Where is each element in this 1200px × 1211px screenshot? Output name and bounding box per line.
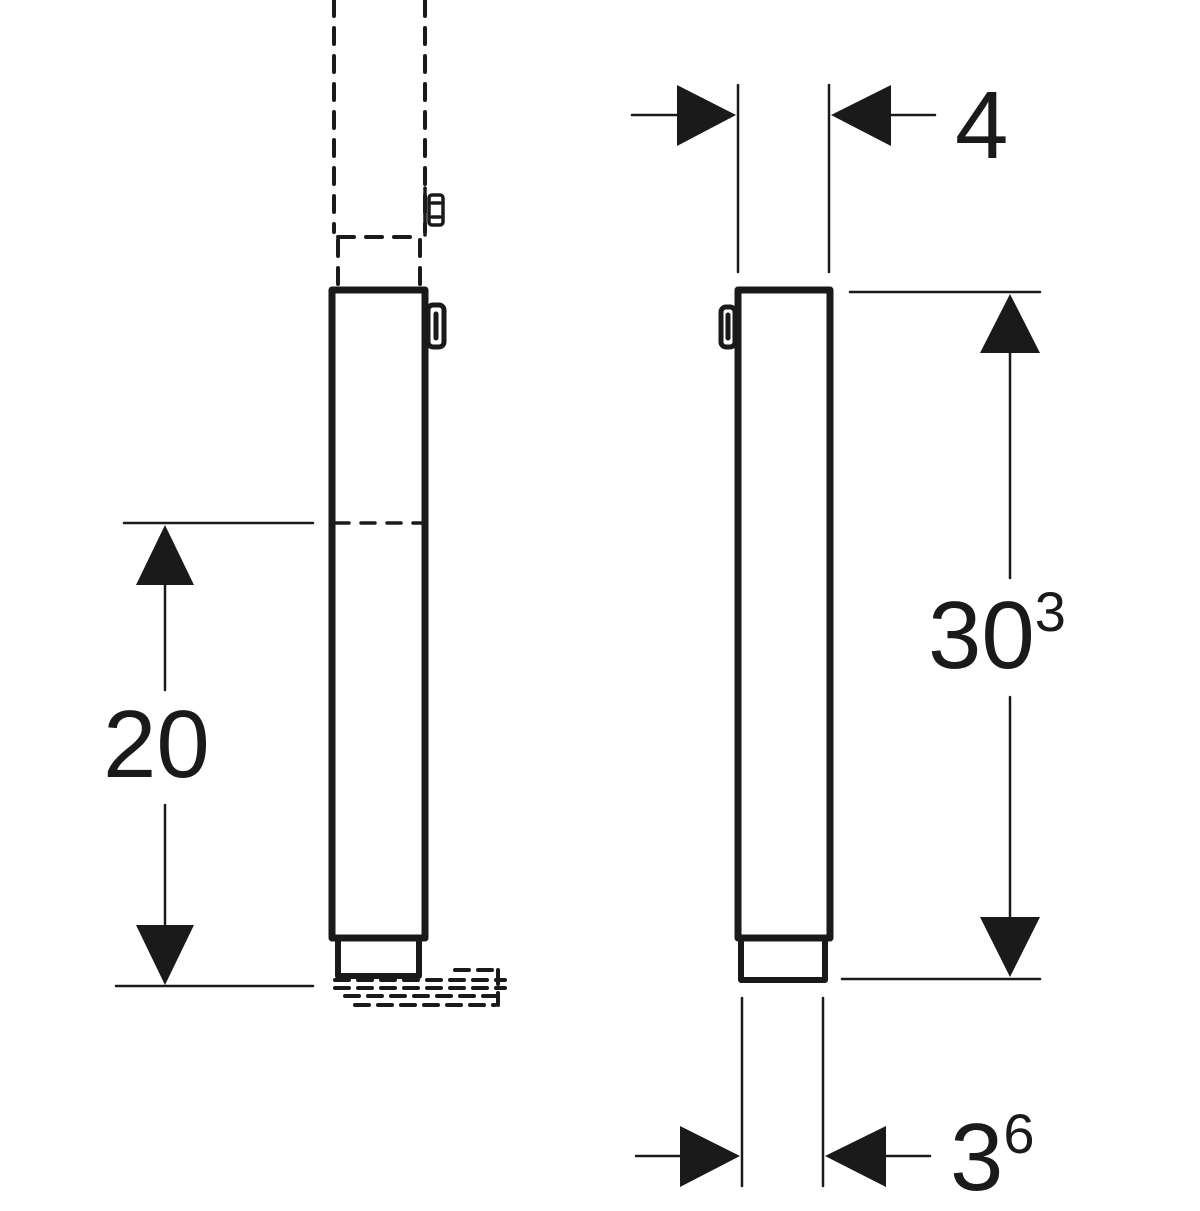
dimension-value: 20 xyxy=(103,691,210,798)
dimension-20 xyxy=(114,521,315,988)
arrow-down-icon xyxy=(136,925,194,985)
left-view xyxy=(114,0,507,1007)
bracket-icon xyxy=(425,302,447,350)
arrow-right-icon xyxy=(677,85,736,146)
dimension-label-3-6: 36 xyxy=(950,1106,1035,1206)
dimension-3-6 xyxy=(634,996,932,1188)
dashed-extension xyxy=(332,0,427,290)
arrow-left-icon xyxy=(831,85,891,146)
dimension-superscript: 6 xyxy=(1003,1102,1035,1165)
dimension-label-20: 20 xyxy=(103,697,210,793)
arrow-right-icon xyxy=(680,1126,740,1187)
dimension-value: 4 xyxy=(955,72,1009,179)
dimension-value: 3 xyxy=(950,1104,1004,1211)
dashed-bracket-icon xyxy=(423,186,445,237)
cistern-foot-left xyxy=(335,935,422,979)
cistern-body-left xyxy=(328,286,429,942)
dimension-superscript: 3 xyxy=(1034,580,1066,643)
cistern-foot-right xyxy=(738,935,828,983)
dimension-30-3 xyxy=(840,290,1042,981)
dimension-4 xyxy=(630,83,937,274)
dashed-base xyxy=(333,968,507,1007)
arrow-down-icon xyxy=(980,917,1040,977)
arrow-up-icon xyxy=(980,294,1040,353)
dimension-value: 30 xyxy=(928,582,1035,689)
dimension-label-30-3: 303 xyxy=(928,584,1066,684)
bracket-icon xyxy=(718,304,738,350)
arrow-left-icon xyxy=(825,1126,886,1187)
dimension-label-4: 4 xyxy=(955,78,1008,174)
cistern-body-right xyxy=(734,286,834,942)
right-view xyxy=(630,83,1042,1188)
arrow-up-icon xyxy=(136,525,194,585)
